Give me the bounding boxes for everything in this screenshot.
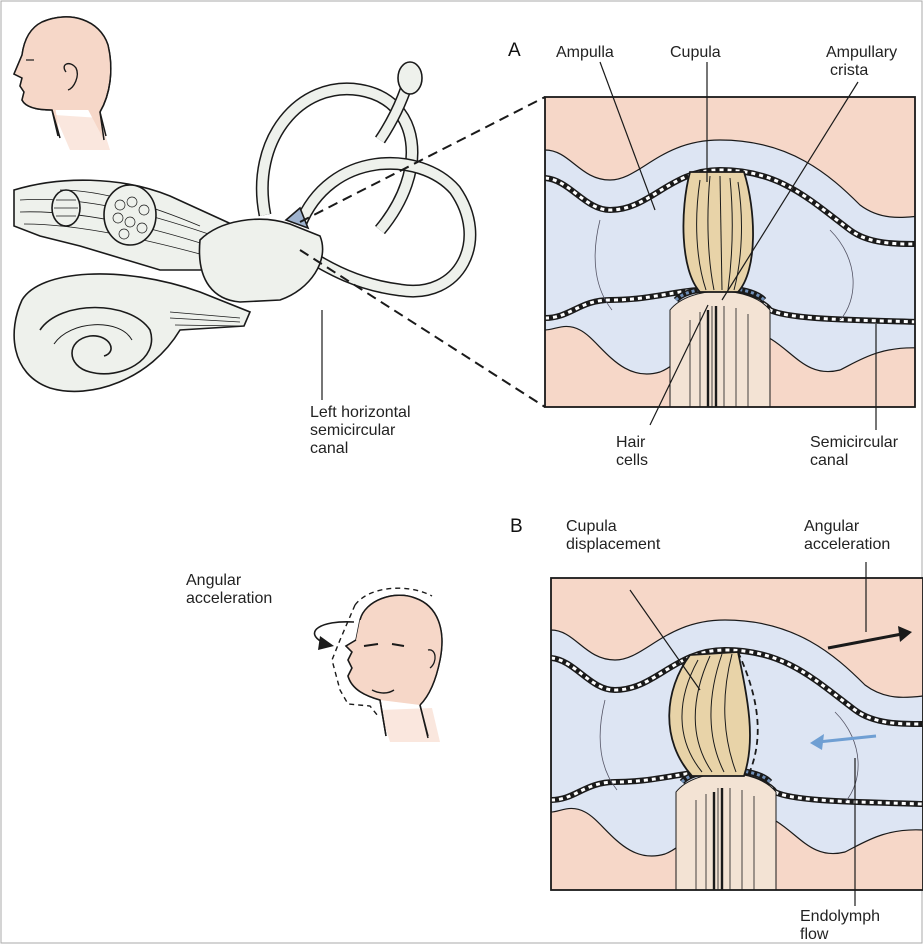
label-cupula: Cupula [670,44,721,62]
label-left-horizontal-canal: Left horizontal semicircular canal [310,404,411,458]
label-semicircular-canal-line2: canal [810,452,898,470]
panel-a-illustration [545,97,920,407]
panel-a-letter: A [508,40,521,62]
label-endolymph-flow-line1: Endolymph [800,908,880,926]
label-ampullary-crista: Ampullary crista [826,44,897,80]
label-ampullary-crista-line2: crista [826,62,897,80]
label-head-angular-line1: Angular [186,572,272,590]
label-endolymph-flow: Endolymph flow [800,908,880,944]
label-hair-cells: Hair cells [616,434,648,470]
label-cupula-displacement: Cupula displacement [566,518,660,554]
label-head-angular-line2: acceleration [186,590,272,608]
label-hair-cells-line2: cells [616,452,648,470]
label-semicircular-canal: Semicircular canal [810,434,898,470]
label-head-angular-acceleration: Angular acceleration [186,572,272,608]
panel-b-illustration [551,578,923,890]
label-cupula-displacement-line2: displacement [566,536,660,554]
label-ampulla: Ampulla [556,44,614,62]
label-left-canal-line2: semicircular [310,422,411,440]
label-cupula-displacement-line1: Cupula [566,518,660,536]
head-rotating-icon [332,588,442,742]
head-profile-icon [14,17,111,150]
label-semicircular-canal-line1: Semicircular [810,434,898,452]
label-left-canal-line1: Left horizontal [310,404,411,422]
label-b-angular-acceleration: Angular acceleration [804,518,890,554]
label-endolymph-flow-line2: flow [800,926,880,944]
labyrinth-illustration [14,62,470,391]
label-b-angular-line2: acceleration [804,536,890,554]
label-hair-cells-line1: Hair [616,434,648,452]
projection-lines [300,97,545,407]
label-ampullary-crista-line1: Ampullary [826,44,897,62]
label-left-canal-line3: canal [310,440,411,458]
panel-b-letter: B [510,516,523,538]
label-b-angular-line1: Angular [804,518,890,536]
